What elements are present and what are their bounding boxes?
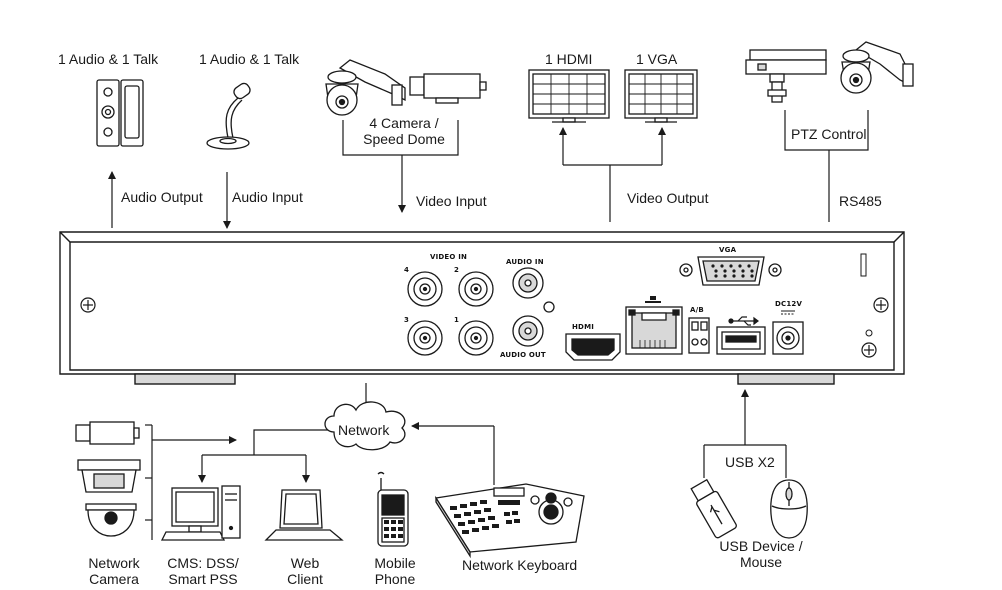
network-camera-label: Network Camera <box>76 555 152 587</box>
ground-icon <box>865 329 873 337</box>
network-port-icon <box>645 296 661 303</box>
mobile-phone-label-line1: Mobile <box>374 555 416 571</box>
audio-out-port <box>512 315 544 347</box>
vga-monitor-label: 1 VGA <box>636 51 678 67</box>
bottom-connectors <box>145 383 787 540</box>
ch2-label: 2 <box>454 266 460 274</box>
speed-dome-icon <box>325 59 406 116</box>
usb-device-label: USB Device / Mouse <box>706 538 816 570</box>
usb-device-label-line1: USB Device / <box>719 538 803 554</box>
bnc-port-1 <box>458 320 494 356</box>
speaker-label: 1 Audio & 1 Talk <box>58 51 159 67</box>
usb-x2-label: USB X2 <box>725 454 775 470</box>
cms-label-line2: Smart PSS <box>168 571 238 587</box>
video-in-panel-label: VIDEO IN <box>430 253 468 261</box>
camera-label-line2: Speed Dome <box>363 131 445 147</box>
ab-panel-label: A/B <box>690 306 704 314</box>
box-camera-icon <box>409 73 487 104</box>
network-keyboard-label: Network Keyboard <box>462 557 578 573</box>
microphone-label: 1 Audio & 1 Talk <box>199 51 300 67</box>
bnc-port-4 <box>407 271 443 307</box>
audio-input-label: Audio Input <box>232 189 303 205</box>
dc-panel-label: DC12V <box>775 300 803 308</box>
vga-panel-label: VGA <box>719 246 737 254</box>
rca-audio-ports <box>512 267 555 347</box>
bnc-video-in-ports <box>407 271 494 356</box>
mobile-phone-icon <box>377 471 409 547</box>
speed-dome-icon <box>840 41 914 94</box>
top-connectors <box>108 110 869 229</box>
cloud-icon <box>324 401 406 451</box>
network-label: Network <box>338 422 390 438</box>
dc-power-port <box>772 321 804 355</box>
cms-label-line1: CMS: DSS/ <box>167 555 239 571</box>
web-client-label: Web Client <box>270 555 340 587</box>
mobile-phone-label-line2: Phone <box>374 571 416 587</box>
vga-port <box>679 256 782 286</box>
speaker-icon <box>96 79 144 147</box>
audio-in-port <box>512 267 544 299</box>
keyboard-controller-icon <box>434 483 585 559</box>
web-client-label-line2: Client <box>287 571 323 587</box>
audio-in-panel-label: AUDIO IN <box>506 258 544 266</box>
bnc-port-2 <box>458 271 494 307</box>
ethernet-port <box>625 306 683 355</box>
usb-symbol-icon <box>728 316 759 326</box>
laptop-icon <box>264 489 344 541</box>
rs485-label: RS485 <box>839 193 882 209</box>
ptz-control-label: PTZ Control <box>791 126 867 142</box>
audio-output-label: Audio Output <box>121 189 203 205</box>
ch4-label: 4 <box>404 266 410 274</box>
dc-symbol-icon <box>781 310 795 315</box>
hdmi-panel-label: HDMI <box>572 323 595 331</box>
mobile-phone-label: Mobile Phone <box>362 555 428 587</box>
rs485-terminal <box>688 317 710 354</box>
network-camera-icon <box>77 459 141 493</box>
monitor-icon <box>624 69 698 123</box>
usb-device-label-line2: Mouse <box>739 554 783 570</box>
usb-port <box>716 326 766 355</box>
mouse-icon <box>770 479 808 539</box>
ch3-label: 3 <box>404 316 410 324</box>
bnc-port-3 <box>407 320 443 356</box>
network-camera-label-line2: Camera <box>89 571 139 587</box>
camera-label: 4 Camera / Speed Dome <box>350 115 458 147</box>
network-camera-label-line1: Network <box>88 555 140 571</box>
microphone-icon <box>206 82 251 150</box>
audio-out-panel-label: AUDIO OUT <box>500 351 546 359</box>
ch1-label: 1 <box>454 316 460 324</box>
hdmi-port <box>565 333 621 361</box>
camera-label-line1: 4 Camera / <box>369 115 439 131</box>
cms-label: CMS: DSS/ Smart PSS <box>158 555 248 587</box>
network-camera-icon <box>75 421 140 445</box>
vent-slot <box>860 253 867 277</box>
monitor-icon <box>528 69 610 123</box>
screw-icon <box>80 297 889 358</box>
dvr-back-panel <box>59 231 905 385</box>
network-camera-icon <box>85 503 137 537</box>
usb-stick-icon <box>690 478 737 539</box>
video-input-label: Video Input <box>416 193 487 209</box>
ptz-camera-icon <box>745 49 827 103</box>
video-output-label: Video Output <box>627 190 709 206</box>
hdmi-monitor-label: 1 HDMI <box>545 51 593 67</box>
web-client-label-line1: Web <box>290 555 320 571</box>
desktop-pc-icon <box>160 485 241 541</box>
